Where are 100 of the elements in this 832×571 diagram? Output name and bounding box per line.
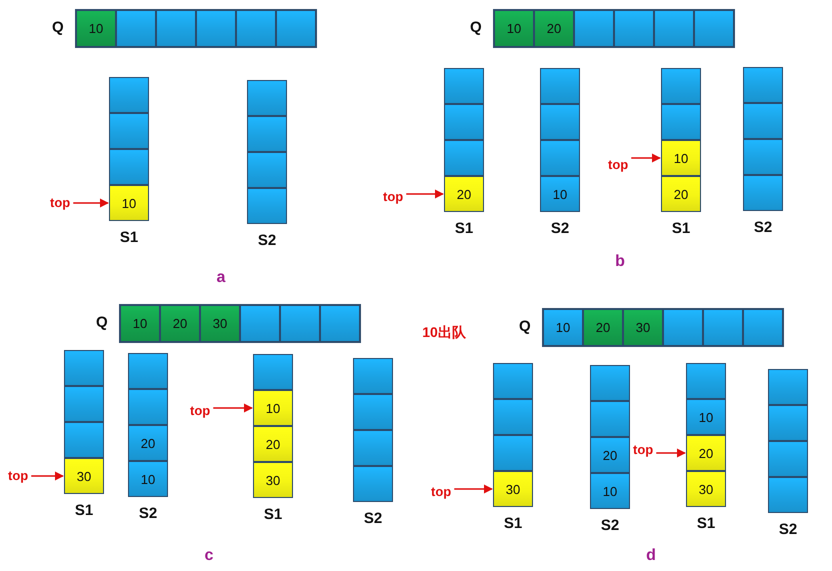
value-cell: 20 xyxy=(253,426,293,462)
value-cell: 10 xyxy=(543,309,583,346)
empty-cell xyxy=(743,67,783,103)
value-cell: 10 xyxy=(494,10,534,47)
value-cell: 20 xyxy=(583,309,623,346)
empty-cell xyxy=(743,175,783,211)
value-cell: 10 xyxy=(128,461,168,497)
pointer-arrow xyxy=(656,448,686,458)
value-cell: 10 xyxy=(661,140,701,176)
empty-cell xyxy=(493,435,533,471)
value-cell: 30 xyxy=(64,458,104,494)
stack-label: S2 xyxy=(138,505,158,522)
value-cell: 20 xyxy=(128,425,168,461)
value-cell: 20 xyxy=(444,176,484,212)
stack-label: S1 xyxy=(504,515,522,532)
note-text: 10出队 xyxy=(422,324,466,342)
empty-cell xyxy=(64,350,104,386)
stack-label: S1 xyxy=(120,229,138,246)
empty-cell xyxy=(247,188,287,224)
stack-label: S2 xyxy=(258,232,276,249)
pointer-label: top xyxy=(608,157,628,173)
empty-cell xyxy=(661,68,701,104)
empty-cell xyxy=(493,399,533,435)
pointer-arrow xyxy=(631,154,661,162)
value-cell: 20 xyxy=(534,10,574,47)
panel-letter: c xyxy=(204,547,214,565)
panel-letter: a xyxy=(216,269,226,287)
empty-cell xyxy=(64,386,104,422)
value-cell: 20 xyxy=(686,435,726,471)
pointer-arrow xyxy=(213,404,253,412)
empty-cell xyxy=(247,80,287,116)
stack-label: S1 xyxy=(672,220,690,237)
stack-label: S1 xyxy=(264,506,282,523)
empty-cell xyxy=(444,68,484,104)
queue-label: Q xyxy=(519,318,531,335)
empty-cell xyxy=(590,401,630,437)
panel-letter: b xyxy=(615,253,625,271)
empty-cell xyxy=(743,103,783,139)
empty-cell xyxy=(686,363,726,399)
pointer-label: top xyxy=(8,468,28,484)
value-cell: 10 xyxy=(253,390,293,426)
empty-cell xyxy=(109,77,149,113)
stack-label: S2 xyxy=(550,220,570,237)
empty-cell xyxy=(109,113,149,149)
value-cell: 10 xyxy=(590,473,630,509)
empty-cell xyxy=(768,405,808,441)
empty-cell xyxy=(540,104,580,140)
empty-cell xyxy=(768,441,808,477)
empty-cell xyxy=(253,354,293,390)
empty-cell xyxy=(109,149,149,185)
empty-cell xyxy=(590,365,630,401)
value-cell: 10 xyxy=(76,10,116,47)
empty-cell xyxy=(128,389,168,425)
value-cell: 30 xyxy=(623,309,663,346)
pointer-arrow xyxy=(454,484,493,494)
empty-cell xyxy=(768,369,808,405)
value-cell: 10 xyxy=(120,305,160,342)
value-cell: 20 xyxy=(160,305,200,342)
pointer-arrow xyxy=(406,190,444,198)
value-cell: 20 xyxy=(661,176,701,212)
value-cell: 10 xyxy=(540,176,580,212)
pointer-arrow xyxy=(73,198,109,208)
empty-cell xyxy=(353,394,393,430)
empty-cell xyxy=(353,358,393,394)
empty-cell xyxy=(247,152,287,188)
empty-cell xyxy=(353,430,393,466)
stack-label: S2 xyxy=(600,517,620,534)
empty-cell xyxy=(493,363,533,399)
stack-label: S1 xyxy=(454,220,474,237)
pointer-label: top xyxy=(383,189,404,205)
stack-label: S1 xyxy=(696,515,716,532)
value-cell: 30 xyxy=(686,471,726,507)
pointer-label: top xyxy=(190,403,210,419)
empty-cell xyxy=(128,353,168,389)
empty-cell xyxy=(540,68,580,104)
pointer-label: top xyxy=(50,195,70,211)
value-cell: 10 xyxy=(686,399,726,435)
stack-label: S1 xyxy=(74,502,94,519)
pointer-label: top xyxy=(633,442,654,458)
empty-cell xyxy=(661,104,701,140)
pointer-arrow xyxy=(31,472,64,480)
pointer-label: top xyxy=(431,484,452,500)
stack-label: S2 xyxy=(778,521,798,538)
panel-letter: d xyxy=(646,547,656,565)
value-cell: 20 xyxy=(590,437,630,473)
value-cell: 30 xyxy=(253,462,293,498)
empty-cell xyxy=(247,116,287,152)
empty-cell xyxy=(540,140,580,176)
empty-cell xyxy=(768,477,808,513)
empty-cell xyxy=(353,466,393,502)
queue-label: Q xyxy=(52,19,64,36)
empty-cell xyxy=(743,139,783,175)
queue-label: Q xyxy=(470,19,482,36)
stack-label: S2 xyxy=(364,510,382,527)
stack-label: S2 xyxy=(754,219,772,236)
empty-cell xyxy=(444,104,484,140)
value-cell: 10 xyxy=(109,185,149,221)
empty-cell xyxy=(444,140,484,176)
queue-label: Q xyxy=(96,314,108,331)
value-cell: 30 xyxy=(200,305,240,342)
